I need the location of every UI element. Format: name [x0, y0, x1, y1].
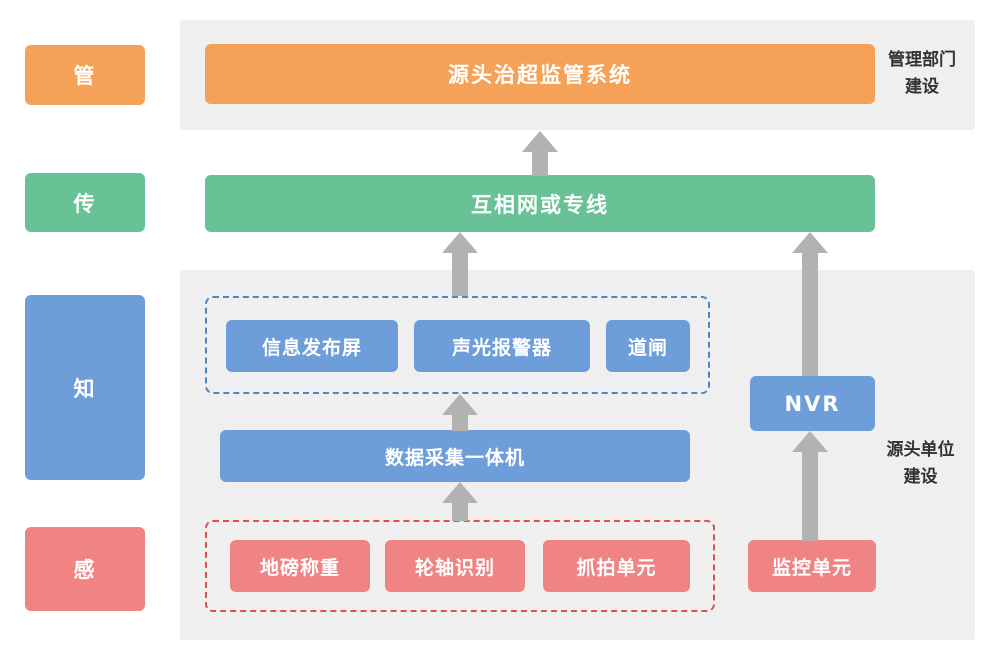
layer-manage-badge: 管: [25, 45, 145, 105]
arrow-shaft: [532, 152, 548, 176]
arrow-display-to-network-icon: [442, 232, 478, 296]
sensor-group-outline: [205, 520, 715, 612]
site-annotation-line1: 源头单位: [886, 440, 955, 460]
axle-recognition-label: 轮轴识别: [414, 556, 495, 579]
barrier-box: 道闸: [606, 320, 690, 372]
arrow-head: [792, 232, 828, 253]
management-annotation: 管理部门 建设: [872, 47, 972, 101]
supervision-system-bar: 源头治超监管系统: [205, 44, 875, 104]
layer-sense-label: 感: [73, 558, 97, 582]
arrow-collector-to-display-icon: [442, 394, 478, 431]
weighbridge-label: 地磅称重: [259, 556, 340, 579]
arrow-shaft: [452, 503, 468, 521]
alarm-box: 声光报警器: [414, 320, 590, 372]
monitor-unit-label: 监控单元: [771, 556, 852, 579]
site-annotation-line2: 建设: [903, 467, 938, 488]
management-annotation-line1: 管理部门: [888, 50, 956, 70]
arrow-nvr-to-network-icon: [792, 232, 828, 376]
arrow-head: [442, 394, 478, 415]
display-screen-box: 信息发布屏: [226, 320, 398, 372]
layer-transmit-label: 传: [73, 191, 97, 216]
arrow-sensors-to-collector-icon: [442, 482, 478, 521]
management-annotation-line2: 建设: [905, 77, 939, 98]
arrow-shaft: [452, 415, 468, 431]
nvr-box: NVR: [750, 376, 875, 431]
layer-manage-label: 管: [73, 64, 97, 88]
arrow-shaft: [802, 253, 818, 376]
supervision-system-label: 源头治超监管系统: [448, 63, 632, 87]
arrow-head: [442, 482, 478, 503]
layer-know-badge: 知: [25, 295, 145, 480]
display-screen-label: 信息发布屏: [261, 336, 362, 359]
arrow-head: [792, 431, 828, 452]
weighbridge-box: 地磅称重: [230, 540, 370, 592]
alarm-label: 声光报警器: [451, 336, 552, 359]
layer-know-label: 知: [73, 376, 97, 401]
arrow-network-to-system-icon: [522, 131, 558, 176]
arrow-monitor-to-nvr-icon: [792, 431, 828, 541]
capture-unit-box: 抓拍单元: [543, 540, 690, 592]
site-annotation: 源头单位 建设: [868, 437, 973, 491]
arrow-head: [522, 131, 558, 152]
barrier-label: 道闸: [627, 336, 668, 359]
arrow-shaft: [452, 253, 468, 296]
data-collector-box: 数据采集一体机: [220, 430, 690, 482]
nvr-label: NVR: [784, 391, 841, 416]
arrow-head: [442, 232, 478, 253]
network-bar: 互相网或专线: [205, 175, 875, 232]
display-group-outline: [205, 296, 710, 394]
axle-recognition-box: 轮轴识别: [385, 540, 525, 592]
data-collector-label: 数据采集一体机: [384, 446, 525, 469]
capture-unit-label: 抓拍单元: [576, 556, 657, 579]
layer-transmit-badge: 传: [25, 173, 145, 232]
network-label: 互相网或专线: [471, 192, 609, 217]
arrow-shaft: [802, 452, 818, 541]
layer-sense-badge: 感: [25, 527, 145, 611]
monitor-unit-box: 监控单元: [748, 540, 876, 592]
